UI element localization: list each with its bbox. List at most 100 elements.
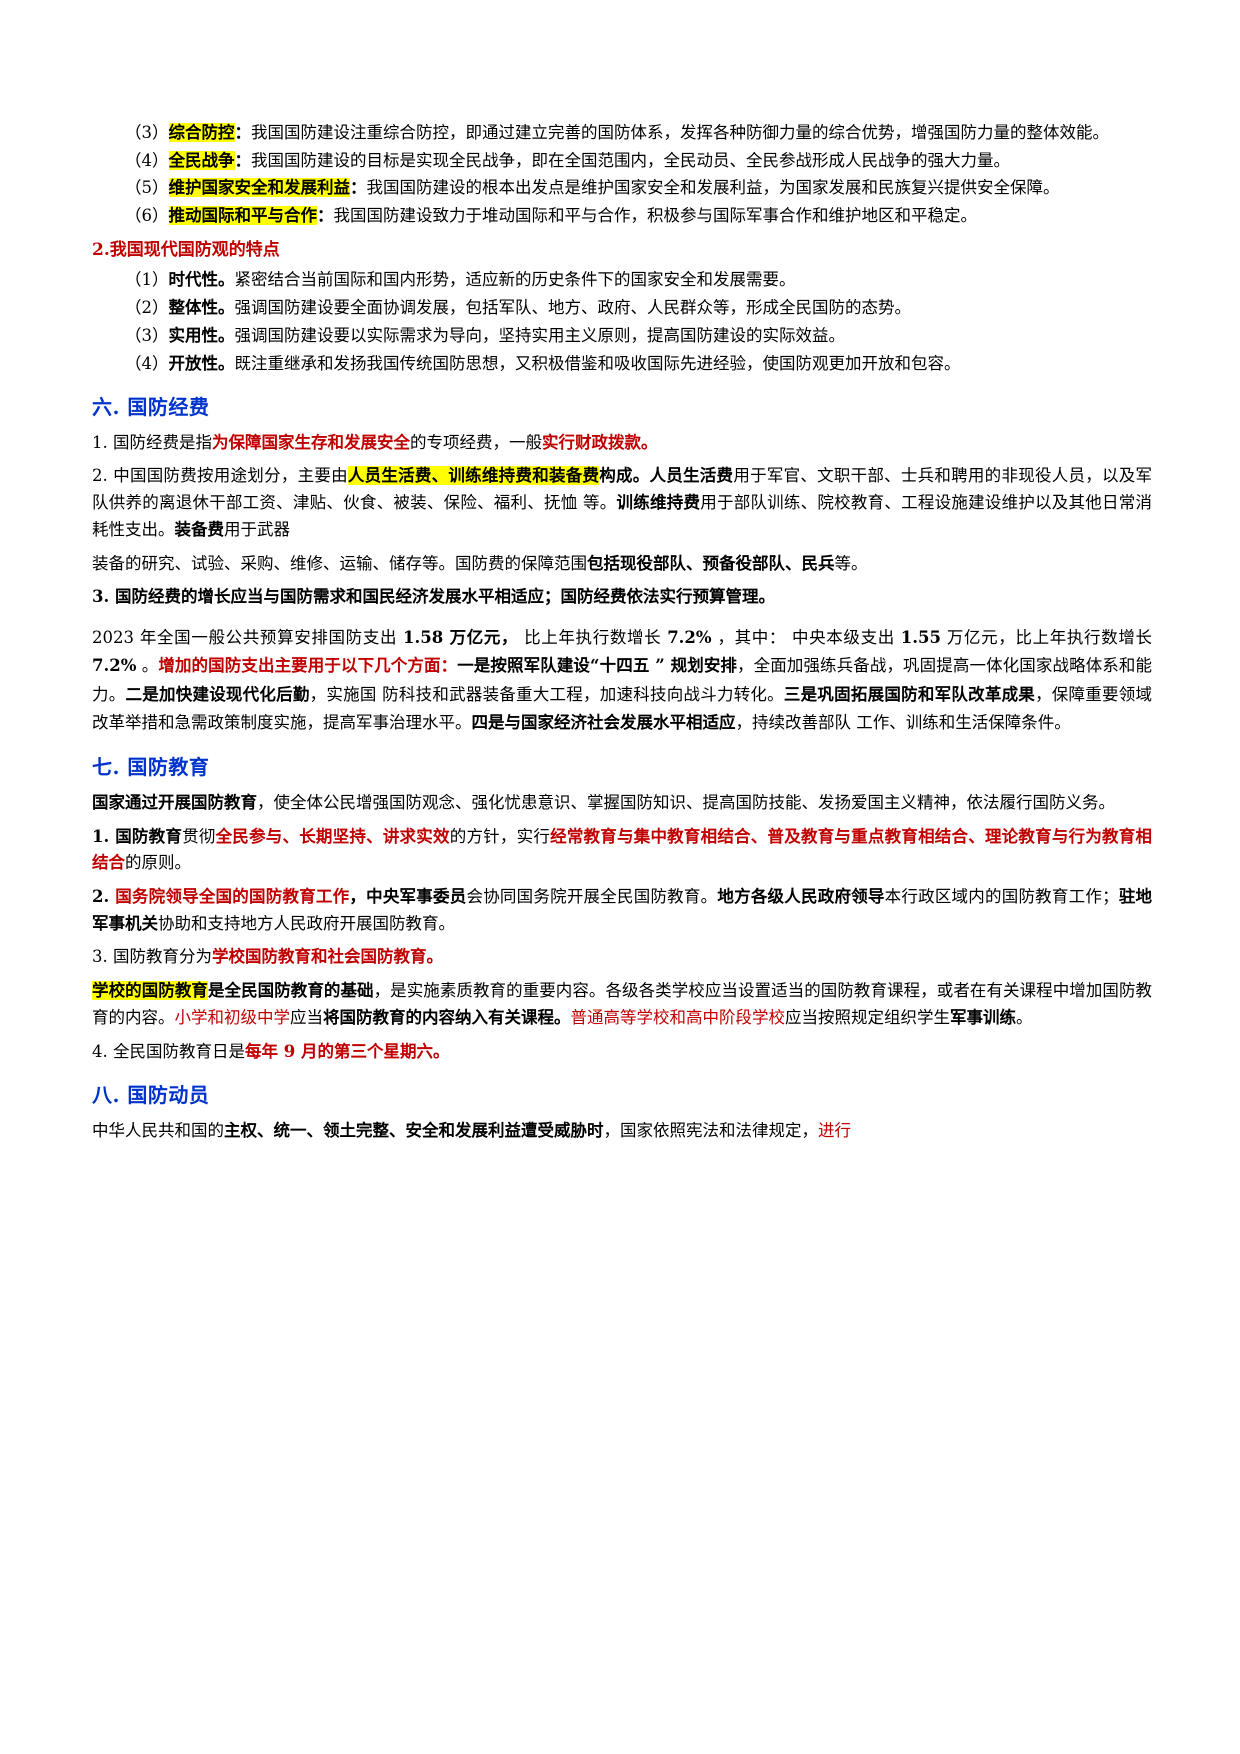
e4-bold-2: 将国防教育的内容纳入有关课程。	[323, 1007, 571, 1027]
feature-term: 实用性	[168, 325, 219, 345]
m1-t1: 中华人民共和国的	[92, 1120, 224, 1140]
bd-t5: 。	[136, 656, 159, 676]
p2-t3: 以及军队供养的离退休干部工资、津贴、伙食、被装、保险、福利、抚恤 等。	[92, 466, 1153, 513]
education-paragraph-5: 4. 全民国防教育日是每年 9 月的第三个星期六。	[92, 1039, 1152, 1066]
e3-num: 3.	[92, 947, 113, 967]
item-colon: ：	[234, 150, 252, 170]
e1-red-2: 经常教育与集中教育相结合、普及教育与重点教育相结合、理论教育与行为教育相结合	[92, 826, 1153, 873]
intro-text: ，使全体公民增强国防观念、强化忧患意识、掌握国防知识、提高国防技能、发扬爱国主义…	[257, 792, 1115, 812]
e1-t1: 贯彻	[182, 826, 216, 846]
item-colon: ：	[234, 123, 252, 142]
e3-red-1: 学校国防教育和社会国防教育。	[212, 947, 443, 967]
feature-body: 紧密结合当前国际和国内形势，适应新的历史条件下的国家安全和发展需要。	[234, 270, 796, 290]
feature-lead: （3）	[125, 325, 169, 345]
bd-b4: 7.2%	[92, 656, 137, 676]
feature-term: 时代性	[168, 270, 219, 290]
feature-body: 强调国防建设要以实际需求为导向，坚持实用主义原则，提高国防建设的实际效益。	[234, 325, 846, 345]
education-paragraph-1: 1. 国防教育贯彻全民参与、长期坚持、讲求实效的方针，实行经常教育与集中教育相结…	[92, 824, 1152, 877]
e1-t3: 的原则。	[125, 853, 191, 873]
subheading-modern-defense-features: 2.我国现代国防观的特点	[92, 239, 280, 260]
e4-red-2: 普通高等学校和高中阶段学校	[570, 1007, 786, 1027]
e5-num: 4.	[92, 1041, 113, 1061]
item-body: 我国国防建设的目标是实现全民战争，即在全国范围内，全民动员、全民参战形成人民战争…	[251, 150, 1010, 170]
p3-bold-2: 实行预算管理	[659, 587, 759, 607]
education-paragraph-3: 3. 国防教育分为学校国防教育和社会国防教育。	[92, 944, 1152, 971]
bd-b3: 1.55	[900, 627, 941, 647]
bd-t2: 比上年执行数增长	[518, 627, 668, 647]
education-paragraph-2: 2. 国务院领导全国的国防教育工作，中央军事委员会协同国务院开展全民国防教育。地…	[92, 884, 1152, 937]
e4-t4: 。	[1016, 1007, 1033, 1027]
e4-t3: 应当按照规定组织学生	[785, 1007, 950, 1027]
feature-sep: 。	[218, 298, 235, 318]
list-item: （4）全民战争：我国国防建设的目标是实现全民战争，即在全国范围内，全民动员、全民…	[92, 148, 1152, 175]
e4-t1: ，是实施素质教育的重要内容。各级各类学校应当设置适当的国防教育课程，或者在有关课…	[92, 981, 1153, 1027]
section-heading-defense-mobilization: 八. 国防动员	[92, 1083, 210, 1108]
list-item: （3）综合防控：我国国防建设注重综合防控，即通过建立完善的国防体系，发挥各种防御…	[92, 120, 1152, 147]
item-highlight: 维护国家安全和发展利益	[168, 178, 350, 198]
p3-mid: ；国防经费依法	[543, 587, 660, 607]
budget-paragraph-3: 3. 国防经费的增长应当与国防需求和国民经济发展水平相适应；国防经费依法实行预算…	[92, 584, 1152, 611]
budget-paragraph-1: 1. 国防经费是指为保障国家生存和发展安全的专项经费，一般实行财政拨款。	[92, 430, 1152, 457]
p2-t1: 构成。	[599, 466, 650, 486]
bd-b7: 三是巩固拓展国防和军队改革成果	[783, 684, 1036, 704]
p2-t6: 装备的研究、试验、采购、维修、运输、储存等。国防费的保障范围	[92, 553, 587, 573]
e2-t4: 协助和支持地方人民政府开展国防教育。	[158, 913, 455, 933]
bd-t6: ，全面加强练兵备战，巩固提高一体化国家战略体系和能力。	[92, 656, 1152, 704]
list-item: （5）维护国家安全和发展利益：我国国防建设的根本出发点是维护国家安全和发展利益，…	[92, 175, 1152, 202]
budget-paragraph-2-cont: 装备的研究、试验、采购、维修、运输、储存等。国防费的保障范围包括现役部队、预备役…	[92, 551, 1152, 578]
p2-t5: 用于武器	[224, 519, 290, 539]
p1-end: 。	[641, 432, 658, 452]
e1-bold-1: 国防教育	[115, 826, 183, 846]
m1-t2: ，国家依照宪法和法律规定，	[603, 1120, 819, 1140]
p2-prefix: 2. 中国国防费按用途划分，主要由	[92, 466, 348, 486]
p2-bold-2: 训练维持费	[616, 493, 701, 513]
e2-t2: 会协同国务院开展全民国防教育。	[466, 887, 718, 907]
feature-term: 整体性	[168, 298, 219, 318]
e4-red-1: 小学和初级中学	[174, 1007, 291, 1027]
bd-b6: 二是加快建设现代化后勤	[125, 684, 310, 704]
e4-t2: 应当	[290, 1007, 323, 1027]
bd-b8: 四是与国家经济社会发展水平相适应	[471, 713, 736, 733]
item-highlight: 全民战争	[168, 150, 235, 170]
education-paragraph-4: 学校的国防教育是全民国防教育的基础，是实施素质教育的重要内容。各级各类学校应当设…	[92, 978, 1152, 1031]
p2-t4: 用于部队训练、院校教育、工程设施建设维护以及其他日常消耗性支出。	[92, 493, 1153, 539]
item-colon: ：	[350, 178, 367, 198]
feature-item: （4）开放性。既注重继承和发扬我国传统国防思想，又积极借鉴和吸收国际先进经验，使…	[92, 351, 1152, 378]
feature-sep: 。	[218, 353, 235, 373]
item-body: 我国国防建设的根本出发点是维护国家安全和发展利益，为国家发展和民族复兴提供安全保…	[366, 178, 1060, 198]
feature-lead: （2）	[125, 298, 169, 318]
p1-mid: 的专项经费，一般	[410, 432, 542, 452]
p2-bold-4: 包括现役部队、预备役部队、民兵	[587, 553, 835, 573]
item-highlight: 推动国际和平与合作	[168, 206, 317, 226]
item-colon: ：	[317, 206, 334, 226]
e1-red-1: 全民参与、长期坚持、讲求实效	[215, 826, 450, 846]
bd-t3: ，其中： 中央本级支出	[711, 627, 901, 647]
budget-paragraph-2: 2. 中国国防费按用途划分，主要由人员生活费、训练维持费和装备费构成。人员生活费…	[92, 463, 1152, 543]
education-intro: 国家通过开展国防教育，使全体公民增强国防观念、强化忧患意识、掌握国防知识、提高国…	[92, 790, 1152, 817]
e2-t3: 本行政区域内的国防教育工作；	[884, 887, 1119, 907]
e1-num: 1.	[92, 826, 116, 846]
p3-end: 。	[758, 587, 775, 607]
bd-t7: ，实施国 防科技和武器装备重大工程，加速科技向战斗力转化。	[309, 684, 784, 704]
feature-item: （2）整体性。强调国防建设要全面协调发展，包括军队、地方、政府、人民群众等，形成…	[92, 295, 1152, 322]
item-lead: （4）	[125, 150, 169, 170]
item-body: 我国国防建设注重综合防控，即通过建立完善的国防体系，发挥各种防御力量的综合优势，…	[251, 123, 1109, 142]
mobilization-paragraph-1: 中华人民共和国的主权、统一、领土完整、安全和发展利益遭受威胁时，国家依照宪法和法…	[92, 1118, 1152, 1145]
item-highlight: 综合防控	[168, 123, 235, 142]
e2-t1: ，	[349, 887, 367, 907]
bd-t1: 2023 年全国一般公共预算安排国防支出	[92, 627, 404, 647]
bd-t9: ，持续改善部队 工作、训练和生活保障条件。	[735, 713, 1071, 733]
e4-highlight: 学校的国防教育	[92, 981, 208, 1001]
feature-sep: 。	[218, 270, 235, 290]
e2-num: 2.	[92, 887, 116, 907]
feature-item: （3）实用性。强调国防建设要以实际需求为导向，坚持实用主义原则，提高国防建设的实…	[92, 323, 1152, 350]
p2-t7: 等。	[834, 553, 868, 573]
section-heading-defense-education: 七. 国防教育	[92, 755, 210, 780]
e4-bold-1: 是全民国防教育的基础	[207, 981, 374, 1001]
p1-red-2: 实行财政拨款	[542, 432, 641, 452]
intro-bold: 国家通过开展国防教育	[92, 792, 257, 812]
feature-sep: 。	[218, 325, 235, 345]
e2-bold-1: 中央军事委员	[366, 887, 467, 907]
feature-body: 强调国防建设要全面协调发展，包括军队、地方、政府、人民群众等，形成全民国防的态势…	[234, 298, 912, 318]
bd-t8: ，保障重要领域 改革举措和急需政策制度实施，提高军事治理水平。	[92, 684, 1153, 733]
